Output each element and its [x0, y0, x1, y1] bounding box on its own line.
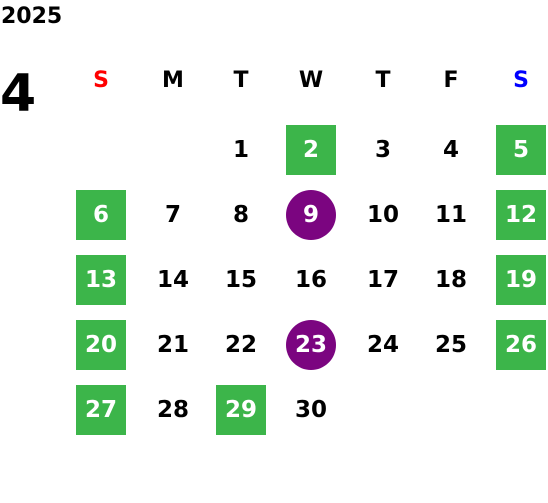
- calendar-day-6[interactable]: 6: [76, 190, 126, 240]
- calendar-day-23[interactable]: 23: [286, 320, 336, 370]
- calendar-day-27[interactable]: 27: [76, 385, 126, 435]
- calendar-day-1[interactable]: 1: [232, 137, 249, 163]
- weekday-header-3: W: [298, 68, 324, 93]
- calendar-day-11[interactable]: 11: [434, 202, 467, 228]
- weekday-header-4: T: [375, 68, 391, 93]
- calendar-day-14[interactable]: 14: [156, 267, 189, 293]
- calendar-day-18[interactable]: 18: [434, 267, 467, 293]
- calendar-day-19[interactable]: 19: [496, 255, 546, 305]
- calendar-day-10[interactable]: 10: [366, 202, 399, 228]
- weekday-header-2: T: [233, 68, 249, 93]
- calendar-day-24[interactable]: 24: [366, 332, 399, 358]
- calendar-day-13[interactable]: 13: [76, 255, 126, 305]
- weekday-header-1: M: [162, 68, 184, 93]
- calendar-day-4[interactable]: 4: [442, 137, 459, 163]
- calendar-day-15[interactable]: 15: [224, 267, 257, 293]
- calendar-day-3[interactable]: 3: [374, 137, 391, 163]
- calendar-day-16[interactable]: 16: [294, 267, 327, 293]
- calendar-day-5[interactable]: 5: [496, 125, 546, 175]
- calendar-day-9[interactable]: 9: [286, 190, 336, 240]
- calendar-day-28[interactable]: 28: [156, 397, 189, 423]
- calendar-day-17[interactable]: 17: [366, 267, 399, 293]
- calendar-day-8[interactable]: 8: [232, 202, 249, 228]
- weekday-header-6: S: [513, 68, 529, 93]
- calendar-day-7[interactable]: 7: [164, 202, 181, 228]
- calendar-day-2[interactable]: 2: [286, 125, 336, 175]
- calendar-day-12[interactable]: 12: [496, 190, 546, 240]
- calendar-day-26[interactable]: 26: [496, 320, 546, 370]
- calendar-day-30[interactable]: 30: [294, 397, 327, 423]
- calendar-day-25[interactable]: 25: [434, 332, 467, 358]
- calendar-day-20[interactable]: 20: [76, 320, 126, 370]
- weekday-header-5: F: [443, 68, 459, 93]
- month-number: 4: [0, 64, 37, 124]
- calendar-day-22[interactable]: 22: [224, 332, 257, 358]
- year-label: 2025: [1, 4, 63, 29]
- calendar-day-29[interactable]: 29: [216, 385, 266, 435]
- weekday-header-0: S: [93, 68, 109, 93]
- calendar-day-21[interactable]: 21: [156, 332, 189, 358]
